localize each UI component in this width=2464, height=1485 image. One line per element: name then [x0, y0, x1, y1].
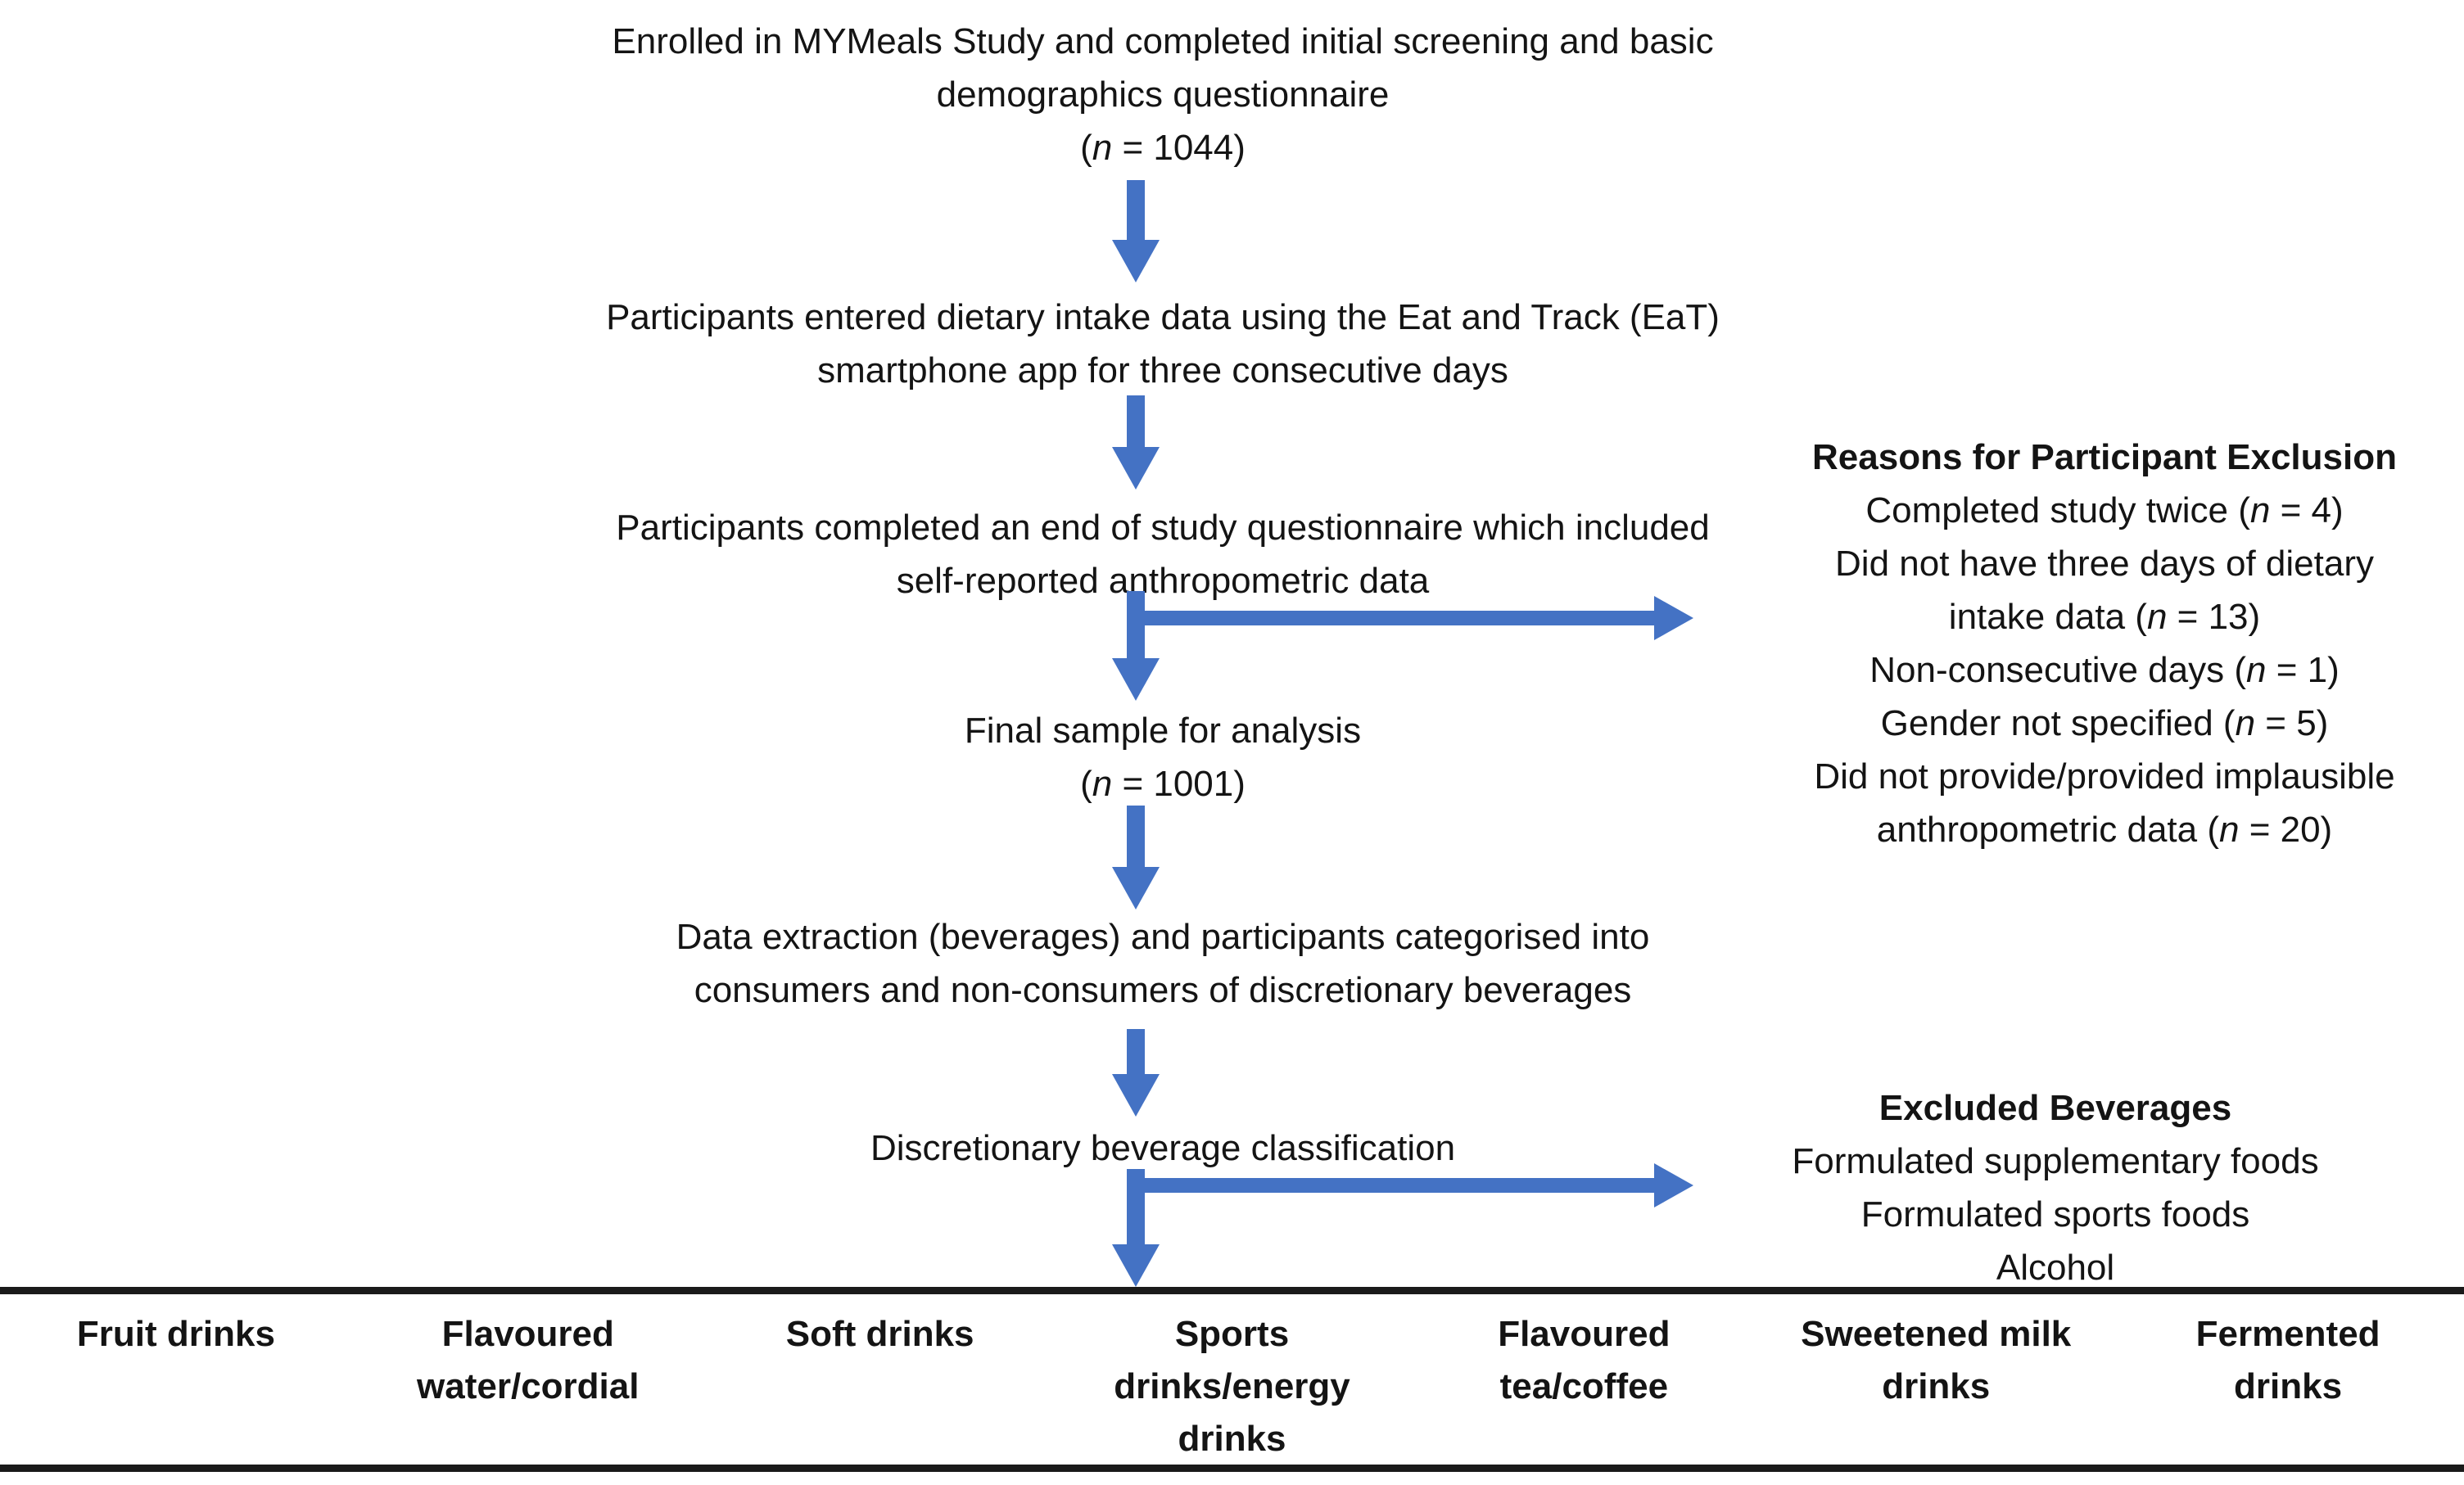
arrow-shaft — [1127, 395, 1145, 449]
flow-line: Final sample for analysis — [964, 711, 1362, 751]
branch-arrow-excluded-beverages — [1141, 1163, 1693, 1207]
beverage-column-header: Flavoured water/cordial — [352, 1308, 704, 1465]
arrow-shaft — [1127, 806, 1145, 869]
excluded-beverage-line: Formulated sports foods — [1860, 1194, 2250, 1234]
excluded-beverages-note: Excluded Beverages Formulated supplement… — [1707, 1081, 2403, 1294]
excluded-beverages-title: Excluded Beverages — [1879, 1088, 2232, 1128]
flow-block-classification: Discretionary beverage classification — [344, 1122, 1982, 1175]
column-header-line: drinks — [1882, 1366, 1991, 1406]
arrow-shaft — [1127, 1169, 1145, 1246]
down-arrow-connector-5 — [1112, 1029, 1160, 1117]
column-header-line: Soft drinks — [785, 1314, 974, 1354]
flow-line: smartphone app for three consecutive day… — [817, 350, 1508, 390]
column-header-line: Sweetened milk — [1801, 1314, 2072, 1354]
flow-block-enrolled: Enrolled in MYMeals Study and completed … — [344, 15, 1982, 174]
beverage-column-header: Sweetened milk drinks — [1760, 1308, 2112, 1465]
beverage-column-header: Fruit drinks — [0, 1308, 352, 1465]
exclusion-reason-line: Gender not specified (n = 5) — [1880, 703, 2329, 743]
arrow-head-down-icon — [1112, 658, 1160, 701]
flow-block-data-extraction: Data extraction (beverages) and particip… — [344, 910, 1982, 1017]
column-header-line: Fermented — [2195, 1314, 2380, 1354]
flow-line: Enrolled in MYMeals Study and completed … — [612, 21, 1714, 61]
excluded-beverage-line: Formulated supplementary foods — [1792, 1141, 2319, 1181]
flow-line: self-reported anthropometric data — [896, 561, 1430, 601]
flow-line: (n = 1044) — [1080, 128, 1246, 168]
exclusion-reason-line: Did not have three days of dietary — [1835, 544, 2374, 584]
down-arrow-connector-3 — [1112, 591, 1160, 701]
down-arrow-connector-6 — [1112, 1169, 1160, 1287]
flow-line: (n = 1001) — [1080, 764, 1246, 804]
beverage-column-header: Sports drinks/energy drinks — [1056, 1308, 1408, 1465]
arrow-head-right-icon — [1654, 1163, 1693, 1207]
excluded-beverage-line: Alcohol — [1996, 1248, 2115, 1288]
flow-block-questionnaire: Participants completed an end of study q… — [344, 501, 1982, 607]
column-header-line: drinks — [1178, 1419, 1286, 1459]
arrow-shaft — [1141, 611, 1656, 625]
column-header-line: water/cordial — [417, 1366, 640, 1406]
exclusion-reasons-title: Reasons for Participant Exclusion — [1812, 437, 2397, 477]
arrow-head-down-icon — [1112, 867, 1160, 910]
arrow-head-down-icon — [1112, 1244, 1160, 1287]
beverage-column-header: Fermented drinks — [2112, 1308, 2464, 1465]
arrow-shaft — [1127, 1029, 1145, 1076]
exclusion-reason-line: Non-consecutive days (n = 1) — [1869, 650, 2340, 690]
down-arrow-connector-4 — [1112, 806, 1160, 910]
column-header-line: Sports — [1174, 1314, 1290, 1354]
beverage-column-header: Flavoured tea/coffee — [1408, 1308, 1760, 1465]
down-arrow-connector-2 — [1112, 395, 1160, 490]
flow-line: Data extraction (beverages) and particip… — [676, 917, 1650, 957]
exclusion-reasons-list: Completed study twice (n = 4) Did not hav… — [1756, 484, 2453, 856]
flow-line: Participants entered dietary intake data… — [606, 297, 1720, 337]
beverage-column-header: Soft drinks — [704, 1308, 1056, 1465]
table-top-rule — [0, 1287, 2464, 1294]
arrow-head-down-icon — [1112, 1074, 1160, 1117]
exclusion-reason-line: intake data (n = 13) — [1948, 597, 2261, 637]
column-header-line: tea/coffee — [1499, 1366, 1669, 1406]
column-header-line: Flavoured — [1498, 1314, 1671, 1354]
exclusion-reason-line: anthropometric data (n = 20) — [1876, 810, 2333, 850]
branch-arrow-exclusion — [1141, 596, 1693, 640]
flow-block-dietary-entry: Participants entered dietary intake data… — [344, 291, 1982, 397]
exclusion-reason-line: Completed study twice (n = 4) — [1865, 490, 2344, 530]
arrow-shaft — [1127, 180, 1145, 241]
exclusion-reason-line: Did not provide/provided implausible — [1814, 756, 2395, 797]
column-header-line: Fruit drinks — [76, 1314, 275, 1354]
flow-line: consumers and non-consumers of discretio… — [694, 970, 1632, 1010]
arrow-shaft — [1127, 591, 1145, 660]
exclusion-reasons-note: Reasons for Participant Exclusion Comple… — [1756, 431, 2453, 856]
arrow-head-down-icon — [1112, 240, 1160, 282]
beverage-category-header-row: Fruit drinks Flavoured water/cordial Soft d… — [0, 1308, 2464, 1465]
column-header-line: drinks/energy — [1114, 1366, 1350, 1406]
column-header-line: Flavoured — [441, 1314, 614, 1354]
arrow-shaft — [1141, 1178, 1656, 1193]
arrow-head-right-icon — [1654, 596, 1693, 640]
flow-line: demographics questionnaire — [936, 74, 1390, 115]
table-bottom-rule — [0, 1465, 2464, 1472]
flow-block-final-sample: Final sample for analysis (n = 1001) — [344, 704, 1982, 810]
flow-line: Participants completed an end of study q… — [616, 508, 1710, 548]
down-arrow-connector-1 — [1112, 180, 1160, 282]
flow-line: Discretionary beverage classification — [870, 1128, 1456, 1168]
column-header-line: drinks — [2234, 1366, 2343, 1406]
arrow-head-down-icon — [1112, 447, 1160, 490]
